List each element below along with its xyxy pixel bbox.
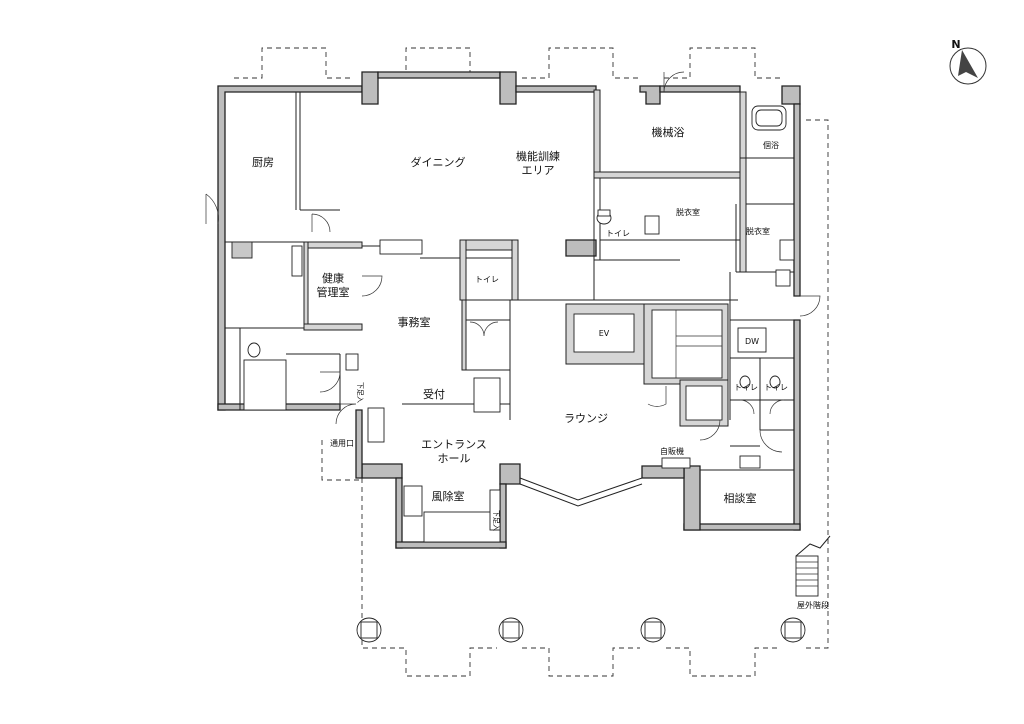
label-kitchen: 厨房: [252, 156, 274, 169]
label-vending: 自販機: [660, 446, 684, 456]
label-health-1: 健康: [322, 271, 344, 285]
label-private-bath: 個浴: [763, 140, 779, 150]
label-entrance-2: ホール: [438, 452, 471, 465]
label-entrance-1: エントランス: [421, 438, 487, 451]
label-dressing-2: 脱衣室: [746, 226, 770, 236]
outer-walls: [217, 71, 801, 549]
label-machine-bath: 機械浴: [652, 125, 685, 139]
label-consult: 相談室: [724, 491, 757, 505]
label-dw: DW: [745, 337, 759, 346]
label-training-1: 機能訓練: [516, 149, 560, 163]
label-ev: EV: [599, 329, 610, 338]
fixtures: [231, 105, 795, 543]
label-toilet-small-2: トイレ: [764, 383, 788, 392]
label-shoe-box-1: 下足入: [356, 382, 364, 403]
label-toilet-bath: トイレ: [606, 229, 630, 238]
label-toilet-small-1: トイレ: [734, 383, 758, 392]
label-health-2: 管理室: [317, 285, 350, 299]
label-shoe-box-2: 下足入: [492, 510, 500, 531]
compass-icon: N: [949, 38, 987, 85]
label-dressing-1: 脱衣室: [676, 207, 700, 217]
label-outdoor-stairs: 屋外階段: [797, 600, 829, 610]
interior-walls: [225, 89, 794, 471]
label-training-2: エリア: [522, 164, 555, 177]
lounge-glazing: [519, 477, 643, 507]
outdoor-stairs: [795, 535, 831, 597]
label-reception: 受付: [423, 388, 445, 401]
roof-outline-bottom: [321, 119, 829, 677]
label-service-door: 通用口: [330, 438, 354, 448]
ev-core: [565, 303, 729, 427]
label-windbreak: 風除室: [432, 489, 465, 503]
compass-north-label: N: [951, 38, 960, 51]
doors: [205, 71, 821, 453]
label-toilet-center: トイレ: [475, 275, 499, 284]
label-office: 事務室: [398, 315, 431, 329]
label-lounge: ラウンジ: [564, 412, 608, 425]
room-labels: 厨房 ダイニング 機能訓練 エリア 機械浴 個浴 脱衣室 脱衣室 トイレ トイレ…: [252, 125, 829, 610]
columns: [356, 617, 806, 643]
label-dining: ダイニング: [411, 155, 466, 169]
